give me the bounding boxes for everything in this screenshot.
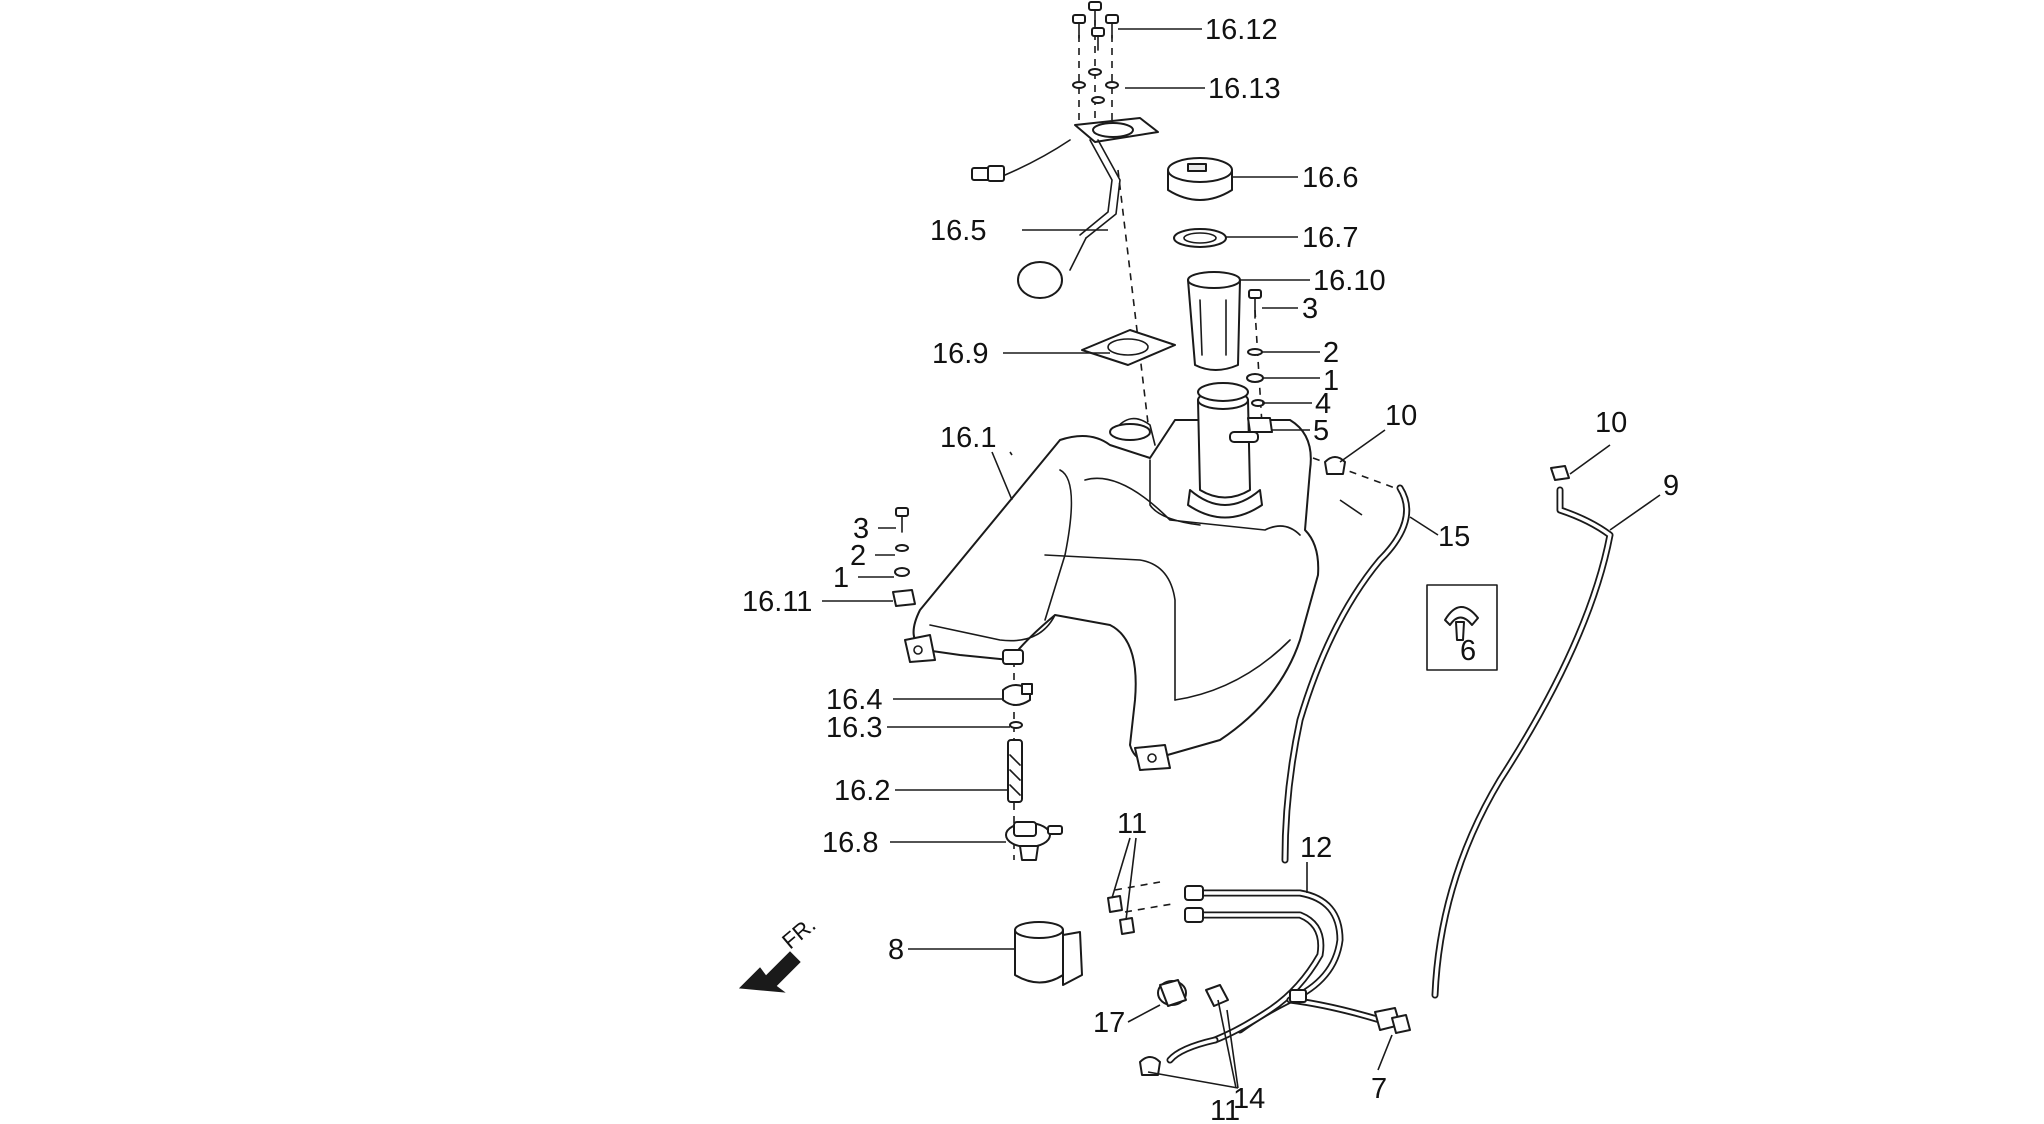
callout-16-7: 16.7 [1302,222,1358,254]
clip-14 [1205,984,1229,1007]
callout-6: 6 [1460,635,1476,667]
sender-washers [1072,68,1119,104]
callout-3-left: 3 [853,513,869,545]
callout-17: 17 [1093,1007,1125,1039]
filler-cap-gasket [1173,228,1227,248]
callout-1-left: 1 [833,562,849,594]
fuel-valve [1005,821,1063,861]
callout-9: 9 [1663,470,1679,502]
callout-16-1: 16.1 [940,422,996,454]
hose-cap-right [1550,465,1570,481]
callout-2-right: 2 [1323,337,1339,369]
callout-2-left: 2 [850,540,866,572]
callout-4: 4 [1315,388,1331,420]
callout-16-10: 16.10 [1313,265,1386,297]
cap-17 [1157,979,1187,1007]
callout-16-6: 16.6 [1302,162,1358,194]
sender-gasket [1081,329,1176,366]
fuel-filter [1007,739,1023,803]
fuel-line-assembly [1166,885,1384,1064]
callout-16-13: 16.13 [1208,73,1281,105]
leader-lines [822,28,1661,1089]
outlet-oring [1009,721,1023,729]
callout-16-12: 16.12 [1205,14,1278,46]
fuel-tank-body [904,417,1320,771]
callout-16-11: 16.11 [742,586,812,618]
callout-8: 8 [888,934,904,966]
callout-16-8: 16.8 [822,827,878,859]
callout-16-5: 16.5 [930,215,986,247]
callout-16-3: 16.3 [826,712,882,744]
callout-10-right: 10 [1595,407,1627,439]
callout-11-top: 11 [1117,808,1147,840]
callout-5: 5 [1313,415,1329,447]
callout-3-right: 3 [1302,293,1318,325]
hose-clamp-mid [1324,456,1346,475]
callout-12: 12 [1300,832,1332,864]
filler-neck [1187,382,1263,519]
front-direction-label: FR. [777,912,820,954]
hose-clamps-small [1107,895,1161,1076]
right-hardware-stack [1246,289,1273,433]
fuel-sender-unit [971,117,1159,299]
callout-7: 7 [1371,1073,1387,1105]
connector-7 [1374,1007,1411,1034]
front-direction-arrow: FR. [738,912,820,993]
left-hardware-stack [892,507,916,607]
callout-16-4: 16.4 [826,684,882,716]
callout-16-2: 16.2 [834,775,890,807]
clip-detail-box [1426,584,1498,671]
callout-14: 14 [1233,1083,1265,1115]
callout-16-9: 16.9 [932,338,988,370]
filler-cap [1167,157,1233,201]
outlet-clamp [1002,683,1033,706]
vent-hose [1281,484,1411,864]
callout-labels: 16.12 16.13 16.6 16.7 16.10 16.5 3 2 1 4… [742,14,1679,1124]
callout-10-mid: 10 [1385,400,1417,432]
callout-11-bottom: 11 [1210,1095,1240,1124]
overflow-hose [1431,486,1614,999]
filler-tube-insert [1187,271,1241,371]
callout-15: 15 [1438,521,1470,553]
callout-1-right: 1 [1323,365,1339,397]
sender-bolts [1072,1,1119,51]
fuel-filter-bracket [1014,921,1083,986]
